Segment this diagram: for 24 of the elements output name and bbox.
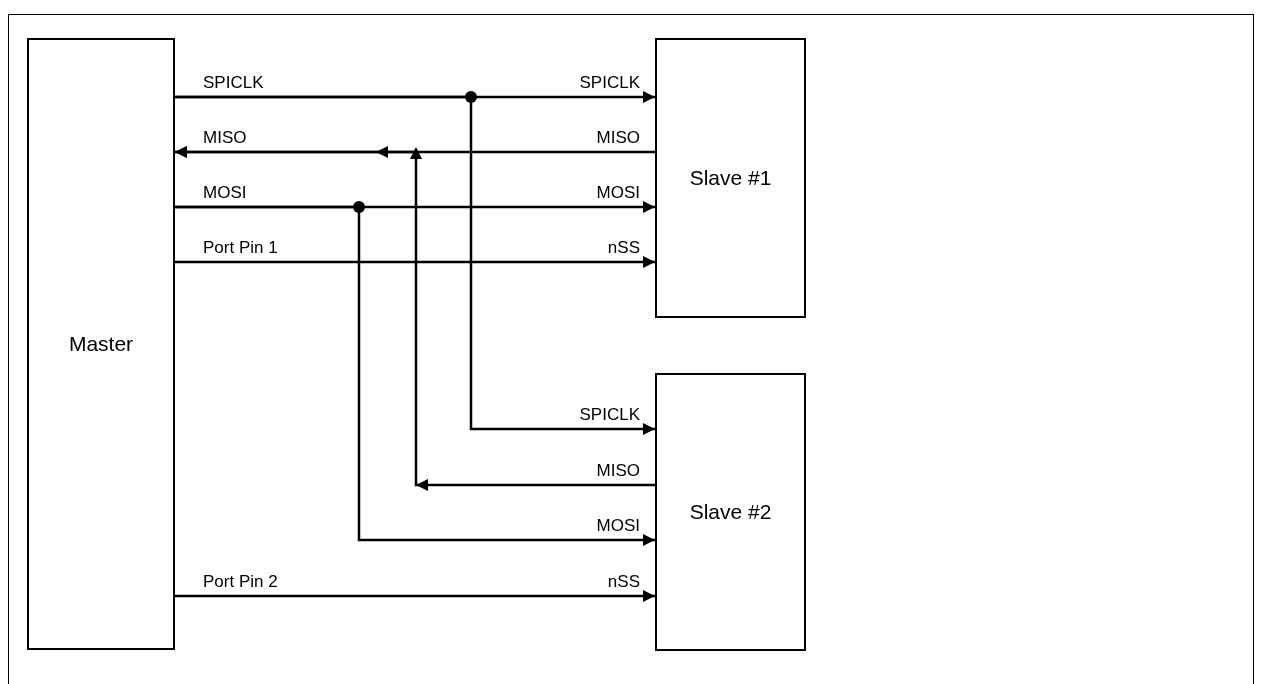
signal-name: Port Pin 1: [203, 238, 278, 258]
signal-name: MOSI: [596, 183, 640, 203]
signal-arrow: [175, 256, 655, 268]
signal-arrow: [175, 590, 655, 602]
device-label: Slave #2: [689, 500, 772, 524]
signal-name: MOSI: [203, 183, 247, 203]
signal-arrow: [175, 146, 655, 487]
device-box: [27, 38, 175, 650]
signal-arrow: [175, 95, 655, 435]
signal-name: SPICLK: [579, 405, 640, 425]
signal-name: MISO: [596, 461, 640, 481]
signal-name: nSS: [607, 572, 640, 592]
device-label: Master: [68, 332, 134, 356]
device-label: Slave #1: [689, 166, 772, 190]
signal-name: nSS: [607, 238, 640, 258]
signal-name: SPICLK: [579, 73, 640, 93]
signal-name: SPICLK: [203, 73, 264, 93]
signal-arrow: [175, 205, 655, 546]
signal-name: MOSI: [596, 516, 640, 536]
signal-name: Port Pin 2: [203, 572, 278, 592]
device-box: [655, 38, 806, 318]
signal-name: MISO: [596, 128, 640, 148]
signal-name: MISO: [203, 128, 247, 148]
device-box: [655, 373, 806, 651]
